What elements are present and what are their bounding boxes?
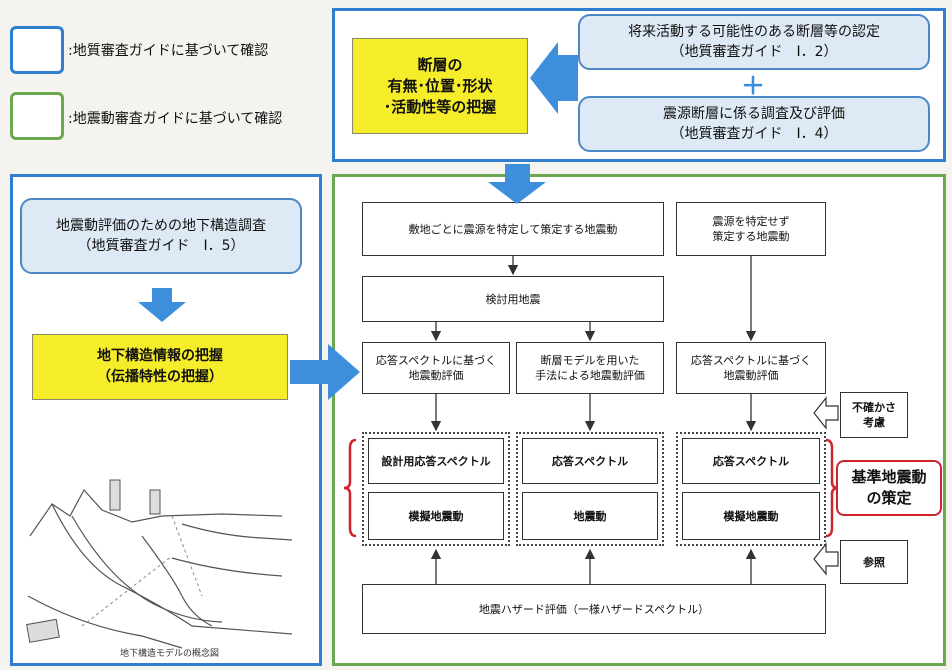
arrow-left-icon — [813, 542, 839, 576]
site-specific-motion-box: 敷地ごとに震源を特定して策定する地震動 — [362, 202, 664, 256]
arrow-down-icon — [488, 164, 546, 204]
standard-motion-box: 基準地震動 の策定 — [836, 460, 942, 516]
source-fault-line1: 震源断層に係る調査及び評価 — [663, 106, 845, 122]
figure-caption: 地下構造モデルの概念図 — [120, 647, 219, 659]
underground-survey-line1: 地震動評価のための地下構造調査 — [56, 218, 266, 234]
standard-motion-line2: の策定 — [866, 489, 912, 507]
study-earthquake-box: 検討用地震 — [362, 276, 664, 322]
structure-info-box: 地下構造情報の把握 （伝播特性の把握） — [32, 334, 288, 400]
response-spectrum-eval-box: 応答スペクトルに基づく 地震動評価 — [362, 342, 510, 394]
response-eval2-line1: 応答スペクトルに基づく — [690, 354, 812, 367]
standard-motion-line1: 基準地震動 — [851, 468, 927, 486]
response-eval-line1: 応答スペクトルに基づく — [375, 354, 497, 367]
fault-grasp-line1: 断層の — [417, 55, 463, 74]
response-eval2-line2: 地震動評価 — [723, 369, 779, 382]
legend-label-ground-motion: :地震動審査ガイドに基づいて確認 — [68, 111, 283, 127]
simulated-motion-box: 模擬地震動 — [368, 492, 504, 540]
fault-model-line1: 断層モデルを用いた — [540, 354, 640, 367]
non-specific-line2: 策定する地震動 — [712, 230, 790, 243]
arrow-left-icon — [813, 396, 839, 430]
arrow-right-icon — [290, 344, 360, 400]
underground-survey-line2: （地質審査ガイド Ⅰ．5） — [77, 238, 245, 254]
non-specific-motion-box: 震源を特定せず 策定する地震動 — [676, 202, 826, 256]
future-fault-line2: （地質審査ガイド Ⅰ．2） — [670, 44, 838, 60]
bracket-right — [825, 438, 839, 538]
non-specific-line1: 震源を特定せず — [712, 215, 790, 228]
arrow-left-icon — [530, 42, 578, 114]
fault-model-line2: 手法による地震動評価 — [535, 369, 645, 382]
arrow-down-icon — [138, 288, 186, 322]
legend-label-geology: :地質審査ガイドに基づいて確認 — [68, 43, 269, 59]
design-spectrum-box: 設計用応答スペクトル — [368, 438, 504, 484]
plus-icon: ＋ — [741, 71, 765, 100]
uncertainty-note: 不確かさ 考慮 — [840, 392, 908, 438]
response-eval-line2: 地震動評価 — [408, 369, 464, 382]
fault-grasp-line2: 有無･位置･形状 — [387, 76, 493, 95]
legend-swatch-ground-motion — [10, 92, 64, 140]
source-fault-line2: （地質審査ガイド Ⅰ．4） — [670, 126, 838, 142]
seismic-hazard-box: 地震ハザード評価（一様ハザードスペクトル） — [362, 584, 826, 634]
reference-note: 参照 — [840, 540, 908, 584]
uncertainty-line1: 不確かさ — [852, 401, 896, 414]
response-spectrum-box: 応答スペクトル — [522, 438, 658, 484]
underground-structure-figure: 地下構造モデルの概念図 — [26, 479, 293, 659]
future-fault-line1: 将来活動する可能性のある断層等の認定 — [628, 24, 880, 40]
bracket-left — [343, 438, 357, 538]
underground-survey-box: 地震動評価のための地下構造調査 （地質審査ガイド Ⅰ．5） — [20, 198, 302, 274]
structure-info-line2: （伝播特性の把握） — [97, 369, 223, 385]
response-spectrum-box-2: 応答スペクトル — [682, 438, 820, 484]
fault-grasp-line3: ･活動性等の把握 — [383, 97, 497, 116]
legend-swatch-geology — [10, 26, 64, 74]
source-fault-box: 震源断層に係る調査及び評価 （地質審査ガイド Ⅰ．4） — [578, 96, 930, 152]
structure-info-line1: 地下構造情報の把握 — [97, 348, 223, 364]
uncertainty-line2: 考慮 — [863, 416, 885, 429]
fault-grasp-box: 断層の 有無･位置･形状 ･活動性等の把握 — [352, 38, 528, 134]
simulated-motion-box-2: 模擬地震動 — [682, 492, 820, 540]
response-spectrum-eval-box-2: 応答スペクトルに基づく 地震動評価 — [676, 342, 826, 394]
ground-motion-box: 地震動 — [522, 492, 658, 540]
future-fault-box: 将来活動する可能性のある断層等の認定 （地質審査ガイド Ⅰ．2） — [578, 14, 930, 70]
fault-model-eval-box: 断層モデルを用いた 手法による地震動評価 — [516, 342, 664, 394]
